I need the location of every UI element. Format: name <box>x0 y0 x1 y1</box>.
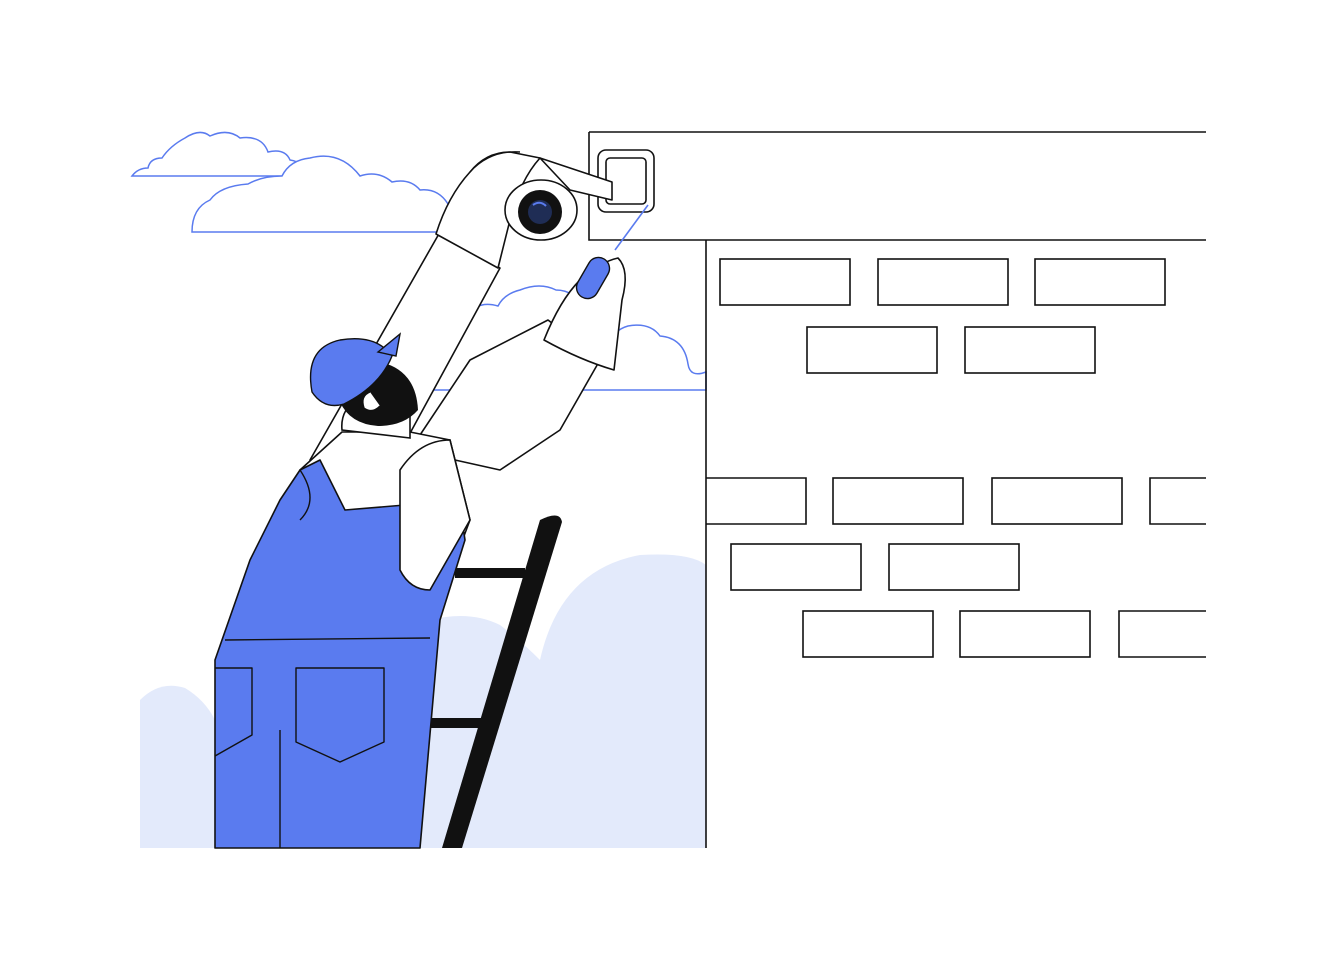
ladder-icon <box>420 515 562 848</box>
brick-wall-icon <box>588 131 1206 848</box>
cctv-camera-icon <box>504 157 613 241</box>
cap <box>309 332 402 407</box>
background-bushes <box>140 554 706 848</box>
screwdriver-icon <box>575 256 611 300</box>
worker-icon <box>214 151 626 849</box>
cable <box>614 204 649 251</box>
